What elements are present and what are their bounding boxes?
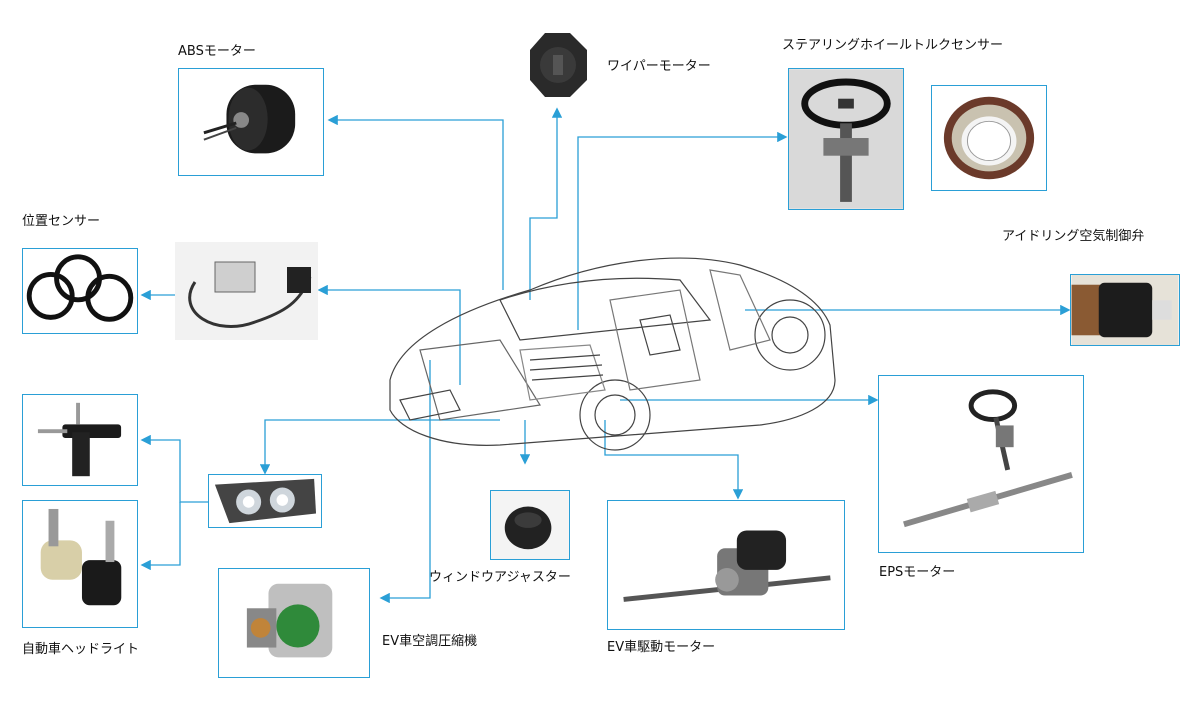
eps-motor-image: [878, 375, 1084, 553]
label-eps-motor: EPSモーター: [879, 565, 956, 580]
bushing-icon: [40, 508, 122, 606]
bushing-icon: [491, 491, 569, 559]
label-steering-torque-sensor: ステアリングホイールトルクセンサー: [782, 38, 1004, 53]
steering-rack-icon: [903, 389, 1073, 528]
label-position-sensor: 位置センサー: [22, 214, 101, 229]
sensor-shaft-icon: [37, 402, 122, 477]
label-auto-headlight: 自動車ヘッドライト: [22, 642, 140, 657]
motor-icon: [203, 84, 296, 154]
label-abs-motor: ABSモーター: [178, 44, 256, 59]
headlight-part-lower-image: [22, 500, 138, 628]
ring-sensor-icon: [943, 96, 1035, 180]
window-adjuster-image: [490, 490, 570, 560]
drive-motor-icon: [623, 530, 831, 602]
ev-drive-motor-image: [607, 500, 845, 630]
ring-icon: [26, 254, 134, 322]
connector-headlight-split: [140, 434, 208, 503]
label-wiper-motor: ワイパーモーター: [607, 59, 711, 74]
position-sensor-rings-image: [22, 248, 138, 334]
position-sensor-harness-image: [175, 242, 318, 340]
label-ev-drive-motor: EV車駆動モーター: [607, 640, 716, 655]
headlight-part-upper-image: [22, 394, 138, 486]
abs-motor-image: [178, 68, 324, 176]
headlight-image: [208, 474, 322, 528]
idle-air-valve-image: [1070, 274, 1180, 346]
label-window-adjuster: ウィンドウアジャスター: [429, 570, 571, 585]
label-ev-ac-compressor: EV車空調圧縮機: [382, 634, 478, 649]
valve-icon: [1071, 275, 1179, 345]
ev-ac-compressor-image: [218, 568, 370, 678]
steering-wheel-icon: [789, 69, 903, 209]
wiper-motor-image: [530, 33, 587, 97]
steering-column-image: [788, 68, 904, 210]
torque-sensor-image: [931, 85, 1047, 191]
label-idle-air-control-valve: アイドリング空気制御弁: [1002, 229, 1145, 244]
headlight-icon: [214, 478, 317, 524]
connector-headlight-split2: [140, 502, 181, 571]
car-cutaway-icon: [389, 257, 836, 451]
compressor-icon: [246, 583, 333, 658]
